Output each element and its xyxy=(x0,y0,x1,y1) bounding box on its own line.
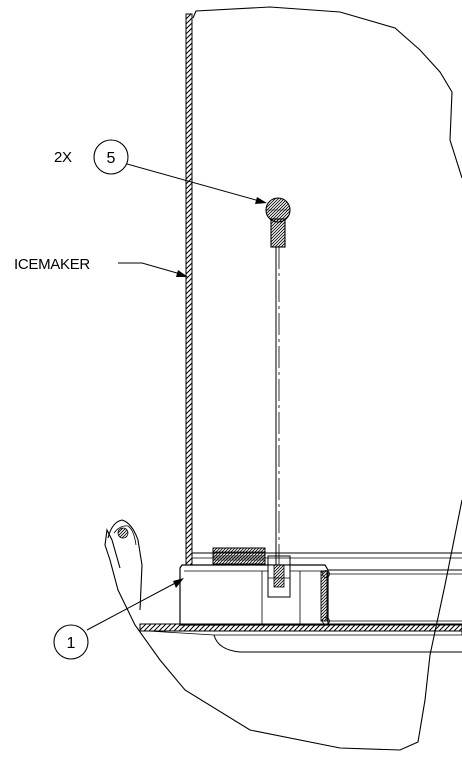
icemaker-label: ICEMAKER xyxy=(14,256,90,273)
base-plate xyxy=(139,623,462,653)
icemaker-wall xyxy=(185,13,193,566)
tray-housing xyxy=(179,564,329,626)
door-outline xyxy=(104,6,462,751)
leader-balloon-1 xyxy=(86,578,184,631)
knob-block xyxy=(212,547,266,565)
hinge-bracket xyxy=(107,519,143,611)
balloon-5: 5 xyxy=(93,139,129,175)
quantity-label: 2X xyxy=(54,149,72,166)
right-rail xyxy=(322,569,462,626)
balloon-1-number: 1 xyxy=(67,635,76,652)
balloon-5-number: 5 xyxy=(107,150,116,167)
balloon-1: 1 xyxy=(53,624,89,660)
leader-balloon-5 xyxy=(126,163,267,204)
ball-stud xyxy=(265,197,291,248)
leader-icemaker xyxy=(118,262,188,277)
